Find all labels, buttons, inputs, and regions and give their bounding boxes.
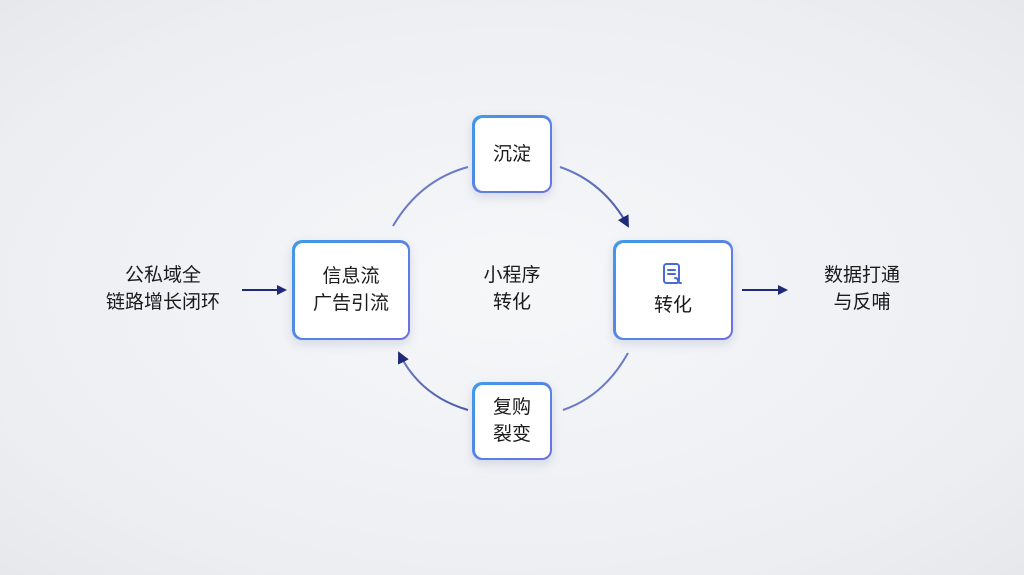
center-label-line-2: 转化	[492, 291, 531, 313]
arc-right-to-bottom	[562, 352, 629, 411]
right-outer-label-line-1: 数据打通	[823, 264, 900, 286]
document-icon	[663, 262, 682, 284]
node-left-label-line-1: 信息流	[322, 265, 380, 287]
arc-top-to-right	[559, 166, 629, 228]
right-outer-label-line-2: 与反哺	[833, 291, 891, 313]
right-outer-label: 数据打通 与反哺	[792, 262, 932, 316]
node-bottom-label-line-1: 复购	[492, 396, 531, 418]
node-right-label: 转化	[653, 293, 692, 316]
node-bottom-label-line-2: 裂变	[492, 423, 531, 445]
left-outer-label-line-2: 链路增长闭环	[105, 291, 220, 313]
left-outer-label-line-1: 公私域全	[124, 264, 201, 286]
node-left: 信息流 广告引流	[292, 240, 410, 340]
node-top: 沉淀	[472, 115, 552, 193]
arc-left-to-top	[392, 166, 469, 227]
center-label-line-1: 小程序	[483, 264, 541, 286]
node-top-label: 沉淀	[492, 142, 531, 165]
center-label: 小程序 转化	[452, 262, 572, 316]
node-left-label-line-2: 广告引流	[312, 292, 389, 314]
node-right: 转化	[613, 240, 733, 340]
arc-bottom-to-left	[398, 351, 469, 411]
left-outer-label: 公私域全 链路增长闭环	[88, 262, 238, 316]
node-bottom: 复购 裂变	[472, 382, 552, 460]
